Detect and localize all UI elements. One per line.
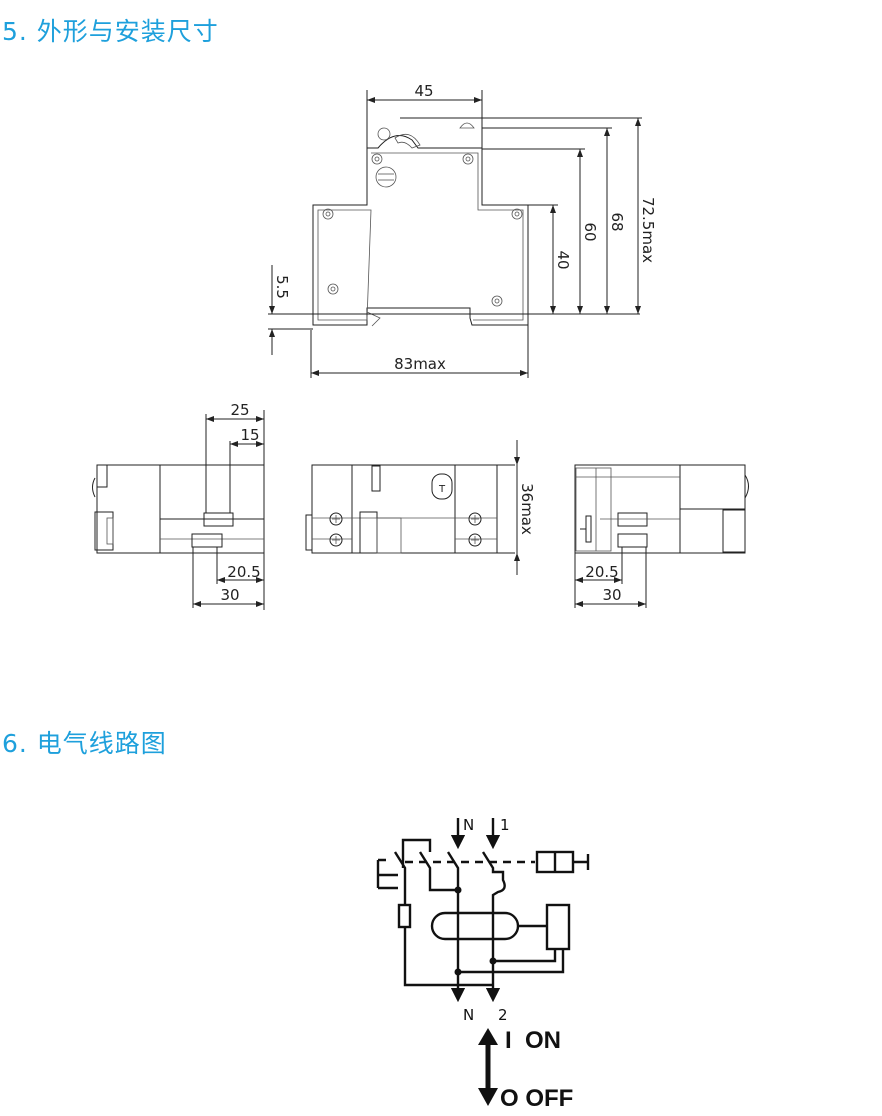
section-title-wiring: 6. 电气线路图 bbox=[2, 729, 167, 758]
output-label-2: 2 bbox=[498, 1006, 508, 1024]
arrow-down-icon bbox=[478, 1088, 498, 1106]
svg-text:T: T bbox=[438, 484, 446, 495]
dim-rail-5-5: 5.5 bbox=[273, 275, 291, 299]
dim-height-60: 60 bbox=[581, 222, 599, 241]
dim-15: 15 bbox=[240, 426, 259, 444]
test-resistor-icon bbox=[397, 903, 412, 929]
dim-20-5-right: 20.5 bbox=[585, 563, 618, 581]
current-transformer-icon bbox=[430, 911, 520, 941]
dim-height-68: 68 bbox=[608, 212, 626, 231]
off-label: O OFF bbox=[500, 1085, 573, 1112]
dim-20-5-left: 20.5 bbox=[227, 563, 260, 581]
dim-30-right: 30 bbox=[602, 586, 621, 604]
left-side-view: 25 15 20.5 30 bbox=[92, 401, 265, 610]
dim-36max: 36max bbox=[518, 483, 536, 535]
wiring-diagram: N 1 N 2 I ON O OFF bbox=[376, 816, 590, 1112]
top-view: T 36max bbox=[305, 440, 536, 575]
breaker-body-outline bbox=[312, 135, 529, 326]
front-view: 45 83max 40 60 68 72.5max 5.5 bbox=[268, 82, 657, 378]
right-side-view: 20.5 30 bbox=[574, 464, 749, 608]
on-label: I ON bbox=[505, 1027, 561, 1054]
test-button-icon bbox=[375, 166, 397, 188]
handle-icon bbox=[377, 127, 391, 141]
trip-relay-icon bbox=[545, 903, 571, 951]
dim-width-top: 45 bbox=[414, 82, 433, 100]
input-label-1: 1 bbox=[500, 816, 510, 834]
dim-height-40: 40 bbox=[554, 250, 572, 269]
dim-25: 25 bbox=[230, 401, 249, 419]
test-button-icon bbox=[431, 473, 453, 500]
section-title-dimensions: 5. 外形与安装尺寸 bbox=[2, 17, 219, 46]
dim-width-total: 83max bbox=[394, 355, 446, 373]
dim-30-left: 30 bbox=[220, 586, 239, 604]
input-label-n: N bbox=[463, 816, 474, 834]
output-label-n: N bbox=[463, 1006, 474, 1024]
dim-height-72-5max: 72.5max bbox=[639, 197, 657, 263]
arrow-up-icon bbox=[478, 1028, 498, 1045]
